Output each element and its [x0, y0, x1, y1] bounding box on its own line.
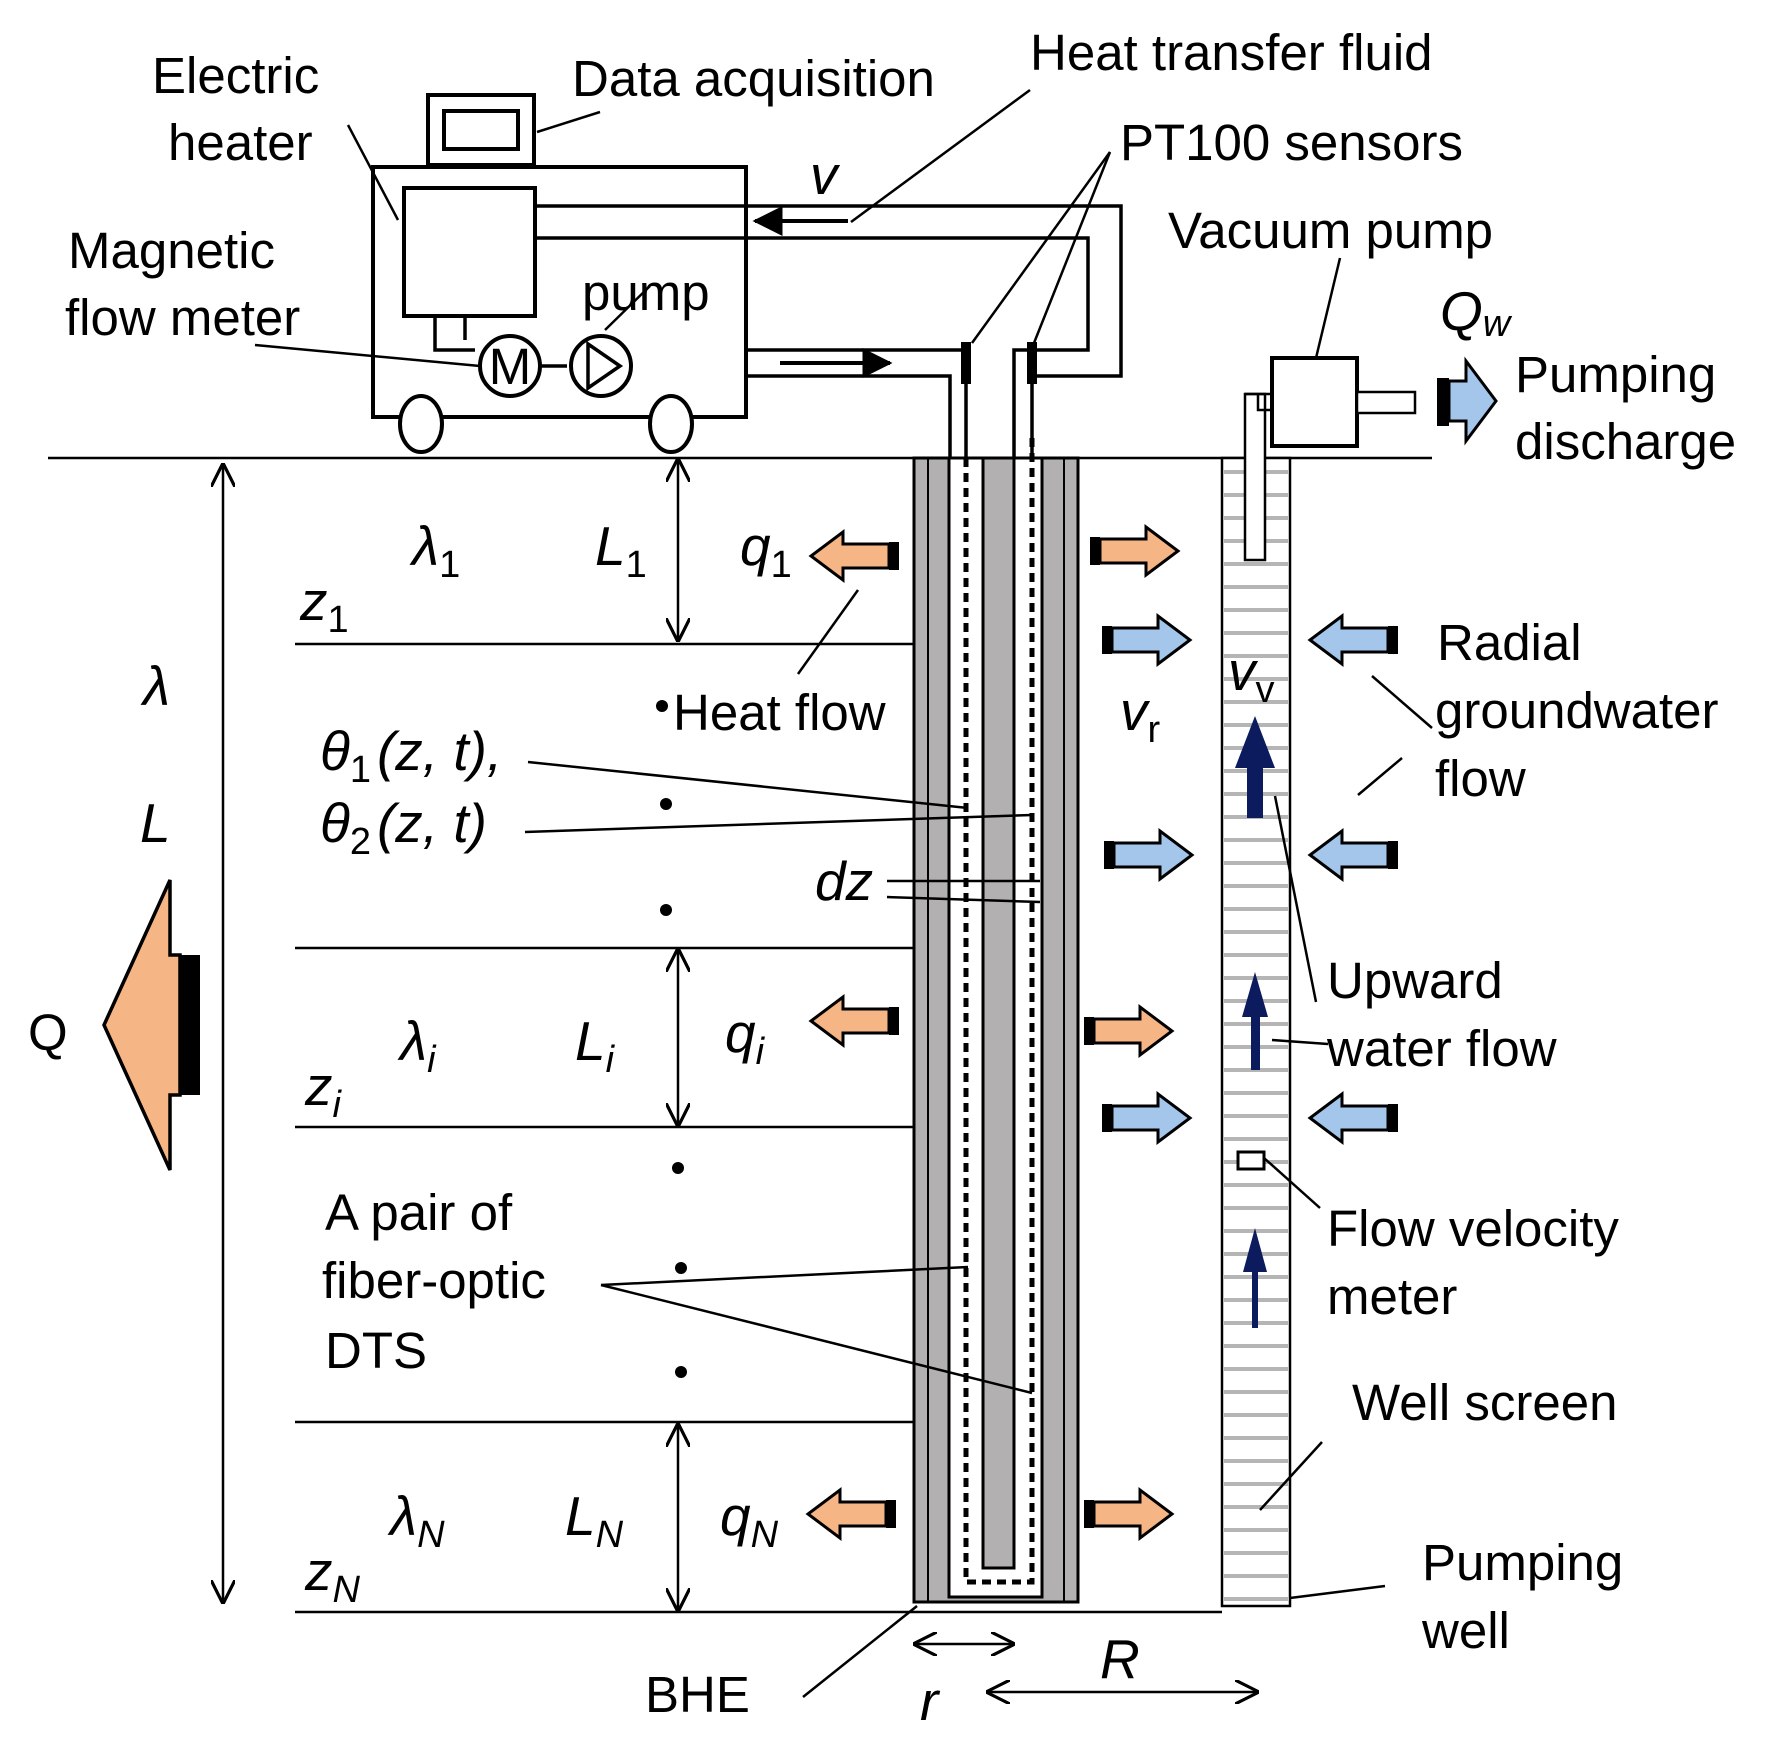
theta2-label: θ2(z, t) — [320, 792, 487, 863]
flow-velocity-meter-icon — [1236, 1150, 1266, 1171]
vacuum-pump-icon — [1270, 356, 1417, 448]
groundwater-arrow-into-well — [1307, 613, 1398, 667]
vacuum-pump-label: Vacuum pump — [1168, 202, 1493, 259]
vv-label: vv — [1228, 640, 1275, 711]
pump-label: pump — [582, 264, 710, 321]
magnetic-flow-meter-icon: M — [478, 334, 542, 398]
lambdaN-label: λN — [387, 1485, 445, 1556]
ellipsis-dots — [656, 700, 687, 1378]
lambdai-label: λi — [397, 1010, 437, 1081]
total-length-label: L — [140, 792, 171, 854]
lambda-label: λ — [140, 655, 170, 717]
heat-flow-label: Heat flow — [673, 684, 886, 741]
L1-label: L1 — [595, 515, 647, 586]
heat-flow-arrow-left — [805, 1487, 896, 1541]
heat-flow-arrow-right — [1084, 1004, 1175, 1058]
z1-label: z1 — [299, 570, 349, 641]
groundwater-arrow-into-well — [1307, 1091, 1398, 1145]
R-label: R — [1100, 1628, 1140, 1690]
electric-heater-icon — [402, 186, 537, 318]
leader-lines — [254, 88, 1433, 1698]
heat-flow-arrow-left — [808, 529, 899, 583]
data-acquisition-label: Data acquisition — [572, 50, 935, 107]
groundwater-arrow-to-well — [1102, 613, 1193, 667]
heat-flow-arrow-right — [1084, 1487, 1175, 1541]
total-heat-arrow — [102, 879, 200, 1171]
dz-label: dz — [815, 850, 873, 912]
v-label: v — [810, 144, 841, 206]
groundwater-arrow-to-well — [1104, 828, 1195, 882]
svg-text:M: M — [489, 338, 531, 395]
zN-label: zN — [304, 1540, 361, 1611]
pt100-sensor-outlet — [1027, 342, 1037, 384]
heat-transfer-fluid-label: Heat transfer fluid — [1030, 24, 1433, 81]
theta1-label: θ1(z, t), — [320, 720, 502, 791]
qw-label: Qw — [1440, 280, 1513, 345]
pt100-sensor-inlet — [961, 342, 971, 384]
groundwater-arrow-into-well — [1307, 828, 1398, 882]
pumping-discharge-arrow — [1437, 356, 1498, 446]
data-acquisition-monitor-icon — [426, 93, 536, 167]
r-label: r — [920, 1670, 941, 1732]
bhe-borehole — [912, 438, 1080, 1604]
qN-label: qN — [720, 1485, 779, 1556]
upward-water-flow-arrows — [1235, 716, 1275, 1328]
well-screen-label: Well screen — [1352, 1374, 1617, 1431]
groundwater-arrow-to-well — [1102, 1091, 1193, 1145]
well-screen-stripes — [1224, 470, 1288, 1601]
total-heat-label: Q — [28, 1004, 68, 1061]
heat-flow-arrow-left — [808, 994, 899, 1048]
Li-label: Li — [575, 1010, 616, 1081]
vr-label: vr — [1120, 680, 1161, 751]
pt100-sensors-label: PT100 sensors — [1120, 114, 1463, 171]
qi-label: qi — [725, 1002, 766, 1073]
bhe-label: BHE — [645, 1666, 750, 1723]
pump-icon — [569, 334, 633, 398]
LN-label: LN — [565, 1485, 624, 1556]
lambda1-label: λ1 — [409, 515, 460, 586]
heat-flow-arrow-right — [1090, 524, 1181, 578]
q1-label: q1 — [740, 515, 792, 586]
zi-label: zi — [304, 1055, 343, 1126]
